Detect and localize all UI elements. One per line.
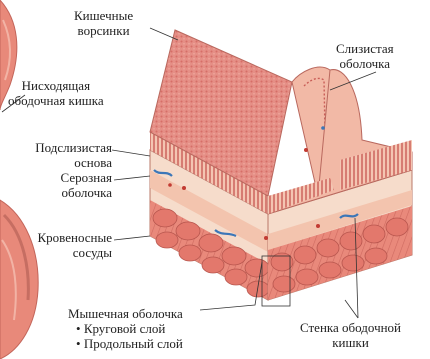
leader-blood-vessels	[114, 236, 150, 240]
label-muscular-title: Мышечная оболочка	[68, 306, 183, 321]
label-serosa-line2: оболочка	[24, 185, 112, 200]
label-serosa: Серозная оболочка	[24, 170, 112, 200]
label-villi: Кишечные ворсинки	[74, 8, 133, 38]
label-blood-vessels: Кровеносные сосуды	[24, 230, 112, 260]
label-colon-wall-line2: кишки	[300, 335, 401, 350]
label-descending-colon-line2: ободочная кишка	[8, 93, 104, 108]
label-blood-vessels-line1: Кровеносные	[24, 230, 112, 245]
label-blood-vessels-line2: сосуды	[24, 245, 112, 260]
label-muscular-longitudinal: Продольный слой	[68, 336, 183, 351]
leader-serosa	[114, 176, 150, 180]
label-muscular-circular: Круговой слой	[68, 321, 183, 336]
label-villi-line2: ворсинки	[74, 23, 133, 38]
label-muscular: Мышечная оболочка Круговой слой Продольн…	[68, 306, 183, 351]
label-submucosa-line2: основа	[24, 155, 112, 170]
leader-submucosa	[112, 150, 150, 156]
label-descending-colon-line1: Нисходящая	[8, 78, 104, 93]
label-mucosa-line1: Слизистая	[336, 41, 394, 56]
label-mucosa: Слизистая оболочка	[336, 41, 394, 71]
label-submucosa-line1: Подслизистая	[24, 140, 112, 155]
label-serosa-line1: Серозная	[24, 170, 112, 185]
label-mucosa-line2: оболочка	[336, 56, 394, 71]
label-colon-wall: Стенка ободочной кишки	[300, 320, 401, 350]
label-descending-colon: Нисходящая ободочная кишка	[8, 78, 104, 108]
label-colon-wall-line1: Стенка ободочной	[300, 320, 401, 335]
label-submucosa: Подслизистая основа	[24, 140, 112, 170]
label-villi-line1: Кишечные	[74, 8, 133, 23]
leader-colon-wall	[345, 300, 358, 318]
